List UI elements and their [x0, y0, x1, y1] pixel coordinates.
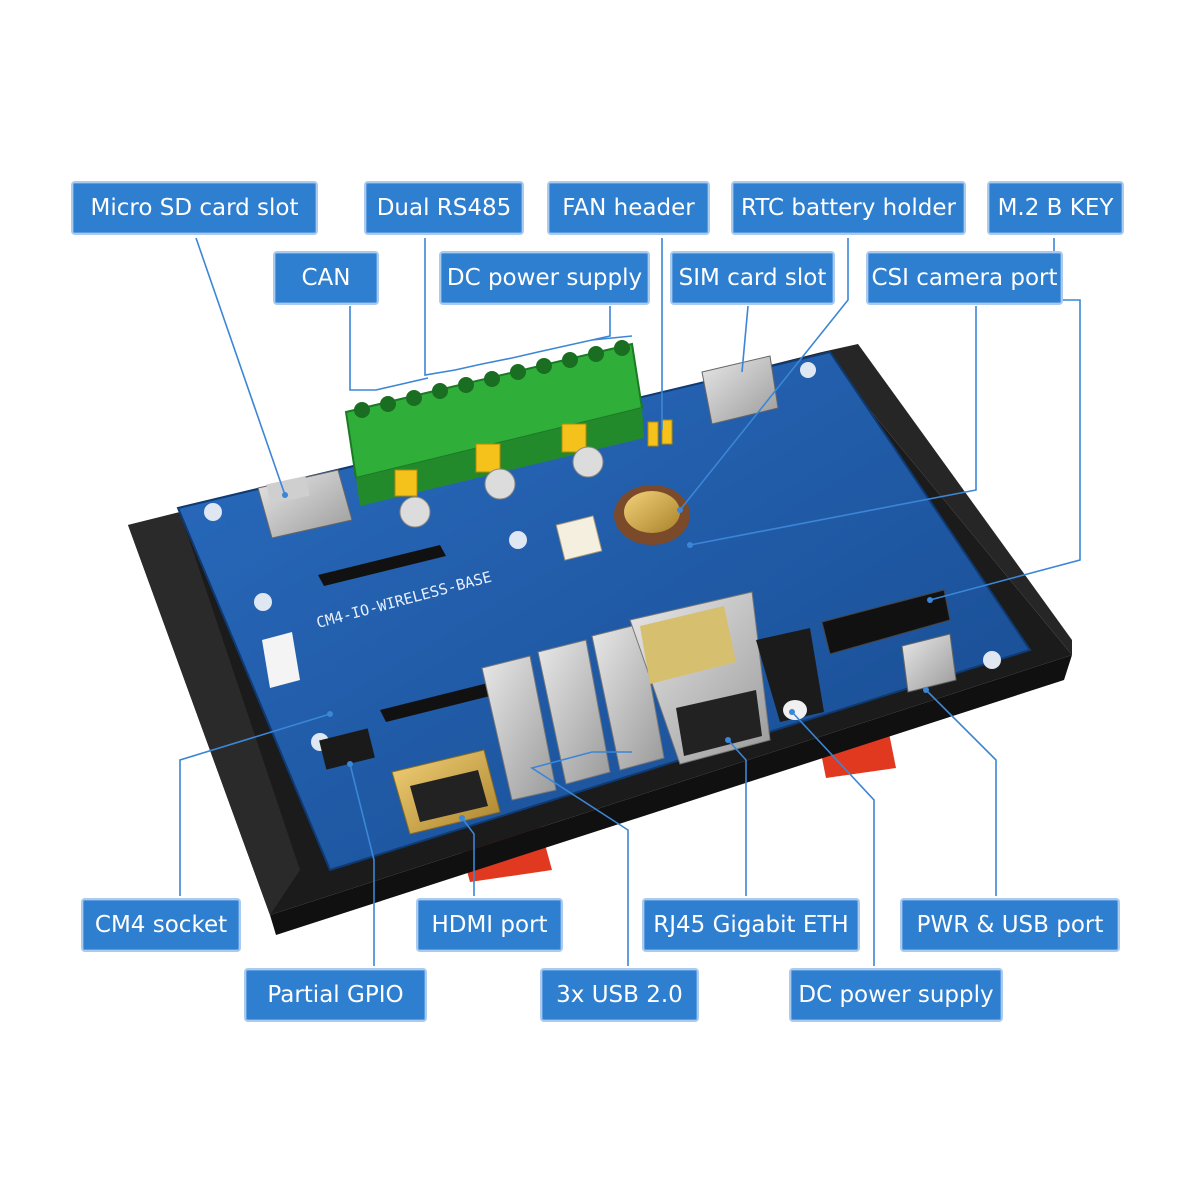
label-micro-sd-card-slot: Micro SD card slot — [71, 181, 318, 235]
label-csi-camera-port: CSI camera port — [866, 251, 1063, 305]
label-pwr-usb-port: PWR & USB port — [900, 898, 1120, 952]
leader-lines — [179, 237, 1081, 966]
label-dual-rs485: Dual RS485 — [364, 181, 524, 235]
label-partial-gpio: Partial GPIO — [244, 968, 427, 1022]
usb-c-port — [901, 633, 957, 693]
label-rj45-gigabit-eth: RJ45 Gigabit ETH — [642, 898, 860, 952]
label-dc-power-supply-top: DC power supply — [439, 251, 650, 305]
jumpers — [394, 419, 673, 497]
label-3x-usb-2: 3x USB 2.0 — [540, 968, 699, 1022]
label-dc-power-supply-bottom: DC power supply — [789, 968, 1003, 1022]
rj45-jack — [629, 591, 771, 765]
capacitors — [399, 446, 604, 528]
label-hdmi-port: HDMI port — [416, 898, 563, 952]
gpio-header — [319, 728, 375, 770]
label-can: CAN — [273, 251, 379, 305]
rtc-battery-holder — [614, 485, 690, 545]
label-cm4-socket: CM4 socket — [81, 898, 241, 952]
cm4-connectors — [318, 545, 506, 722]
label-m2-b-key: M.2 B KEY — [987, 181, 1124, 235]
m2-slot — [821, 589, 951, 655]
dc-barrel-jack — [756, 628, 824, 722]
label-sim-card-slot: SIM card slot — [670, 251, 835, 305]
hdmi-connector — [391, 749, 501, 835]
label-rtc-battery-holder: RTC battery holder — [731, 181, 966, 235]
label-fan-header: FAN header — [547, 181, 710, 235]
fan-header — [555, 515, 603, 561]
sim-slot — [701, 355, 779, 425]
